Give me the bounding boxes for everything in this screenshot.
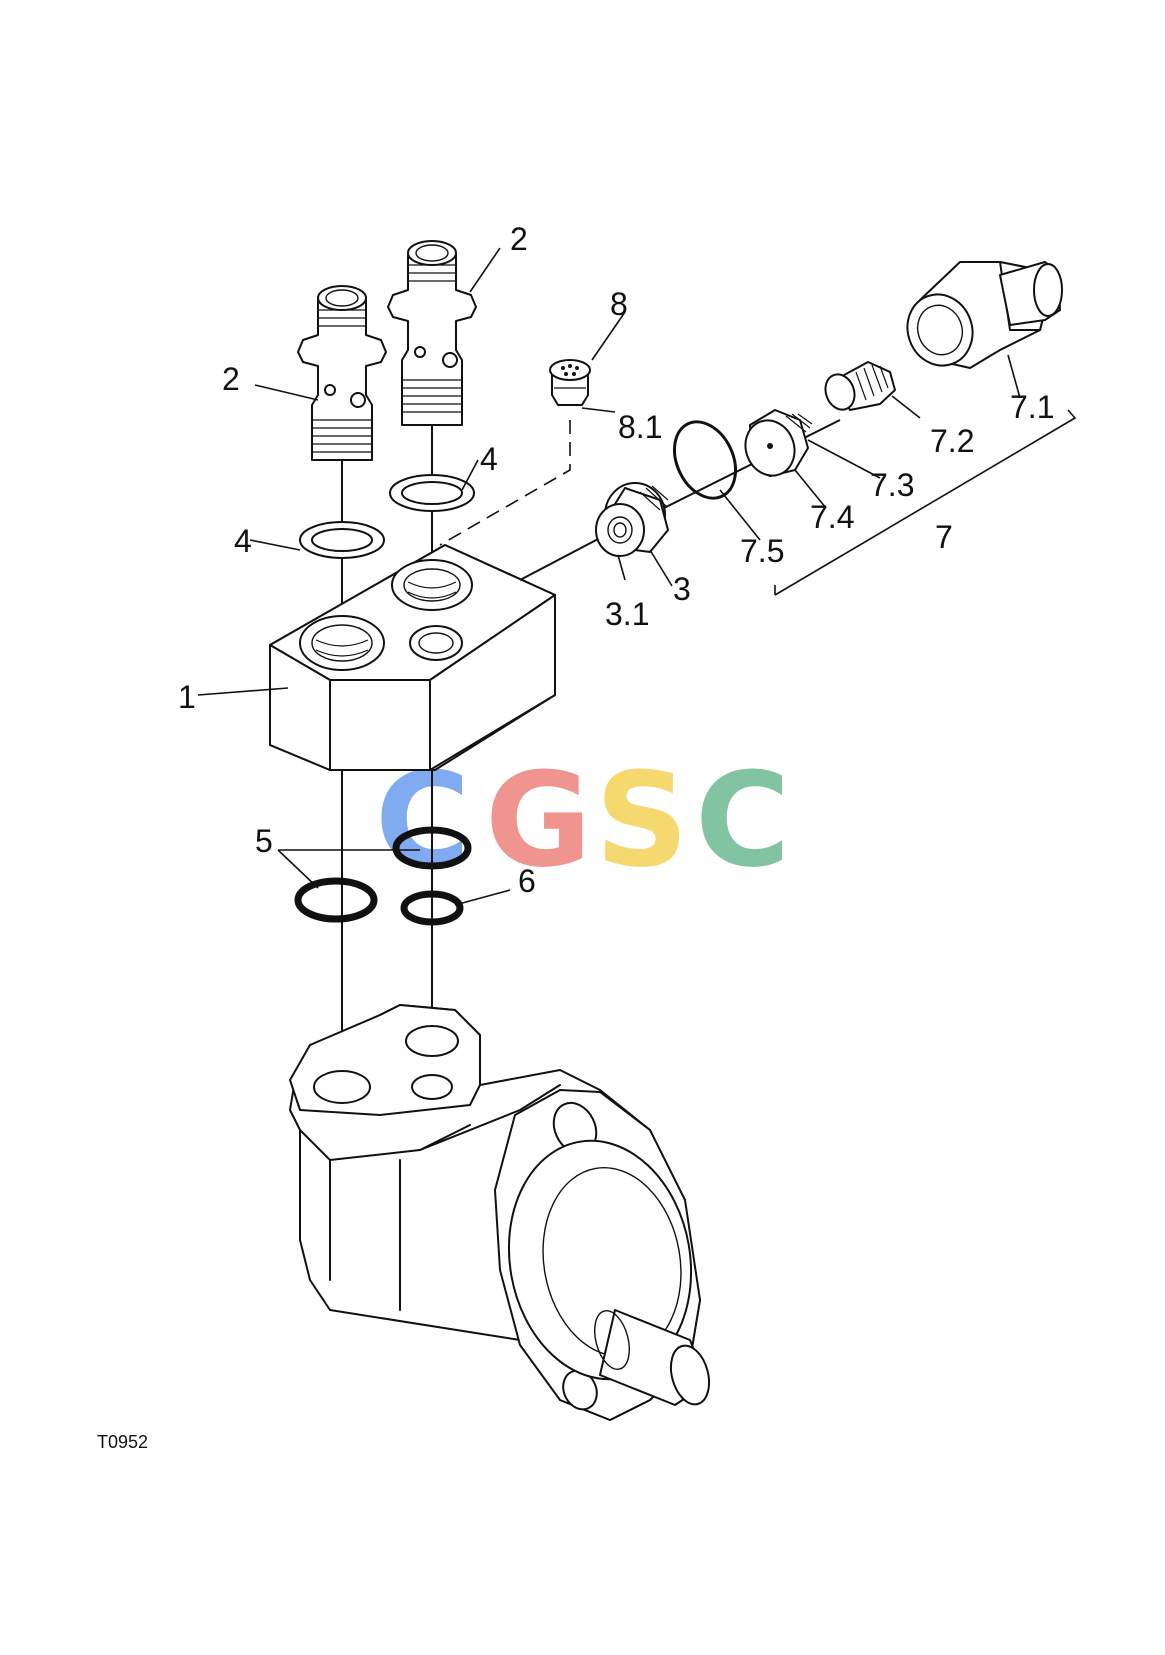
leader-lines xyxy=(197,247,1077,906)
callout-3: 3 xyxy=(673,571,691,607)
callout-labels: 2 2 8 8.1 4 4 1 5 6 3 3.1 7.5 7.4 7.3 7.… xyxy=(178,221,1054,899)
seal-washers xyxy=(299,474,475,559)
callout-5: 5 xyxy=(255,823,273,859)
valve-poppet xyxy=(744,409,813,477)
valve-spring xyxy=(824,361,896,411)
hydraulic-motor xyxy=(289,1004,711,1421)
callout-7-5: 7.5 xyxy=(740,533,784,569)
callout-2-right: 2 xyxy=(510,221,528,257)
dashed-line-plug xyxy=(439,420,571,546)
callout-7-1: 7.1 xyxy=(1010,389,1054,425)
o-rings xyxy=(294,826,472,926)
callout-4-right: 4 xyxy=(480,441,498,477)
banjo-fitting-right xyxy=(387,240,477,426)
banjo-fitting-left xyxy=(297,285,387,461)
manifold-block xyxy=(269,544,556,771)
callout-8-1: 8.1 xyxy=(618,409,662,445)
callout-1: 1 xyxy=(178,679,196,715)
side-axis xyxy=(519,419,841,581)
callout-7-4: 7.4 xyxy=(810,499,854,535)
callout-7-2: 7.2 xyxy=(930,423,974,459)
figure-code: T0952 xyxy=(97,1432,148,1452)
callout-7-3: 7.3 xyxy=(870,467,914,503)
watermark-letter-3: S xyxy=(595,744,689,896)
watermark-letter-4: C xyxy=(695,744,790,896)
valve-housing xyxy=(906,261,1063,369)
watermark-letter-2: G xyxy=(485,744,592,896)
filter-plug xyxy=(549,359,591,406)
valve-seat xyxy=(595,482,669,557)
callout-7: 7 xyxy=(935,519,953,555)
callout-6: 6 xyxy=(518,863,536,899)
callout-2-left: 2 xyxy=(222,361,240,397)
callout-4-left: 4 xyxy=(234,523,252,559)
cartridge-o-ring xyxy=(673,420,737,500)
callout-8: 8 xyxy=(610,286,628,322)
callout-3-1: 3.1 xyxy=(605,596,649,632)
